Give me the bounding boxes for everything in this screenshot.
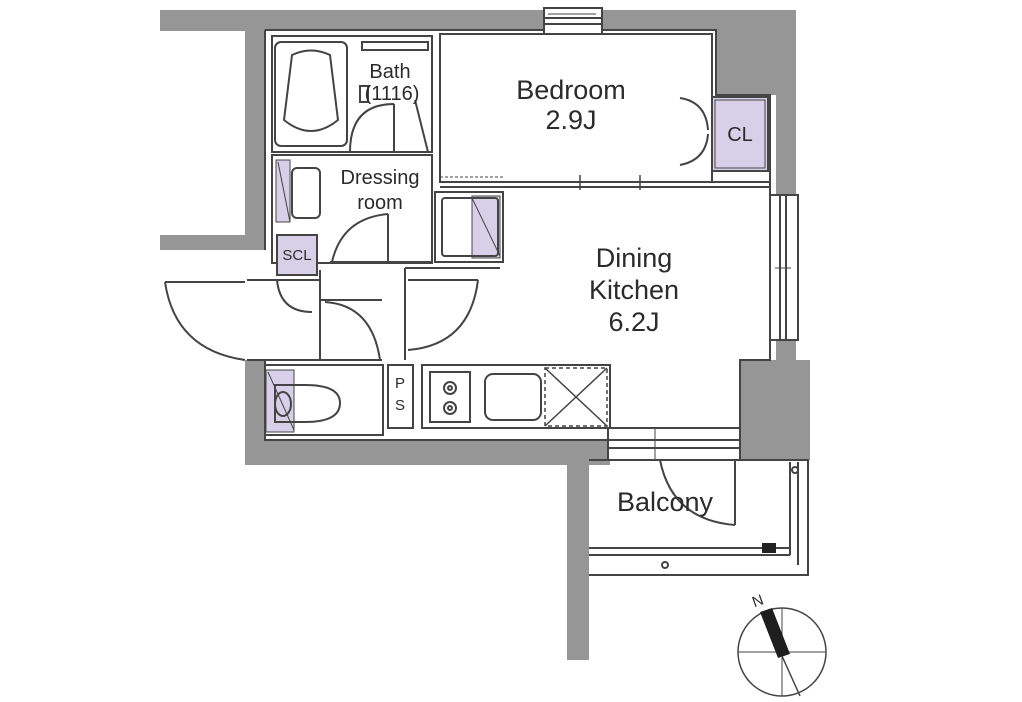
dk-line2: Kitchen: [589, 275, 679, 305]
wall-top: [160, 10, 796, 30]
closet-fill: [711, 96, 769, 172]
balcony-name: Balcony: [617, 487, 714, 517]
room-labels: Bedroom 2.9J Dining Kitchen 6.2J Bath (1…: [282, 61, 752, 517]
compass: N: [737, 591, 827, 697]
washbasin: [277, 161, 321, 223]
wall-right-column: [776, 10, 796, 195]
windows: [440, 7, 799, 461]
bedroom-name: Bedroom: [516, 75, 626, 105]
wall-right-lower-block: [740, 360, 810, 460]
kitchen: [429, 367, 608, 427]
bathtub: [274, 41, 429, 147]
closet-label: CL: [727, 124, 753, 146]
wall-left-stub-top: [160, 28, 247, 31]
washer: [441, 197, 501, 257]
shoe-closet-fill: [276, 234, 318, 276]
exterior-walls: [160, 10, 810, 660]
wall-left-stub-mid: [160, 235, 247, 250]
dk-line1: Dining: [596, 243, 673, 273]
doors: [164, 97, 736, 526]
bath-name: Bath: [369, 61, 410, 83]
compass-needle: [760, 608, 790, 658]
shoe-closet-label: SCL: [282, 247, 311, 264]
bath-size: (1116): [365, 83, 420, 105]
dressing-line2: room: [357, 192, 403, 214]
storage-fills: [265, 96, 769, 433]
bedroom-size: 2.9J: [545, 105, 596, 135]
wall-balcony-left: [567, 460, 589, 660]
pipe-space-bottom: S: [395, 397, 405, 414]
wall-left-upper: [245, 28, 265, 250]
wall-bottom: [245, 440, 610, 465]
pipe-space-top: P: [395, 375, 405, 392]
closet-inner: [714, 99, 766, 169]
dk-size: 6.2J: [608, 307, 659, 337]
wall-right-lower: [776, 340, 796, 362]
interior-walls: [247, 29, 771, 441]
balcony: [589, 459, 809, 576]
compass-north-label: N: [750, 591, 766, 611]
toilet: [267, 371, 342, 431]
wall-left-lower: [245, 360, 265, 465]
dressing-line1: Dressing: [341, 167, 420, 189]
